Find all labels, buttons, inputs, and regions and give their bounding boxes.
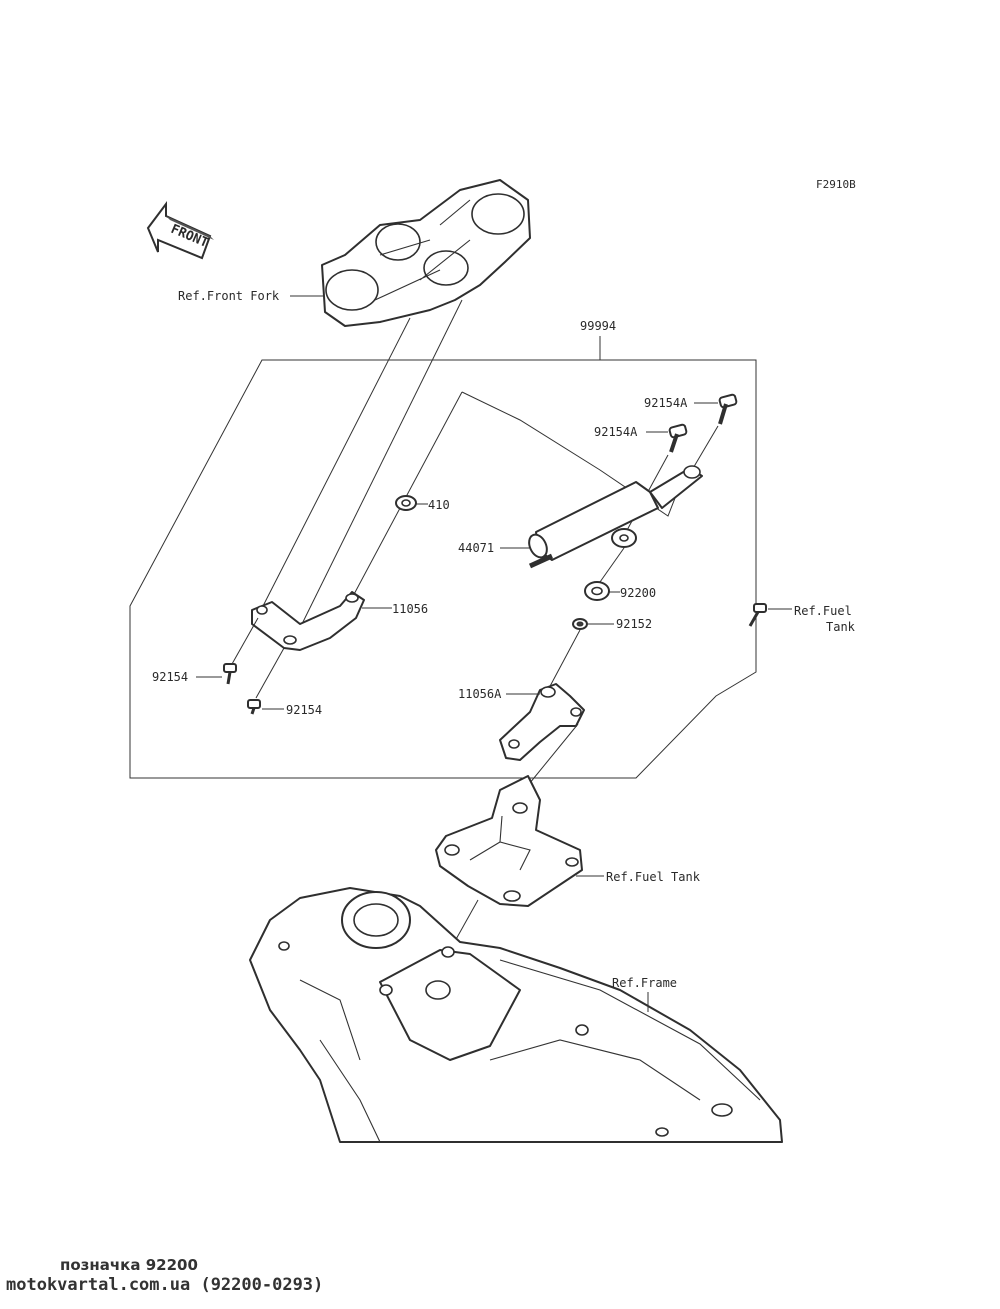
- label-11056: 11056: [392, 602, 428, 616]
- label-ref-fuel-tank: Ref.Fuel Tank: [606, 870, 701, 884]
- footer-source: motokvartal.com.ua (92200-0293): [6, 1275, 324, 1295]
- fuel-tank-bolt-icon: [748, 603, 767, 627]
- figure-code: F2910B: [816, 178, 856, 191]
- bolt-92154A-top-icon: [718, 393, 738, 425]
- collar-92152-hole: [576, 621, 584, 627]
- label-ref-fuel-line1: Ref.Fuel: [794, 604, 852, 618]
- bracket-11056-icon: [251, 591, 365, 651]
- guide-92154-bottom: [255, 647, 285, 699]
- guide-line-1: [261, 317, 411, 609]
- label-ref-frame: Ref.Frame: [612, 976, 677, 990]
- fuel-tank-mount-icon: [435, 775, 583, 907]
- label-410: 410: [428, 498, 450, 512]
- bolt-92154-left-icon: [223, 663, 237, 685]
- label-99994: 99994: [580, 319, 616, 333]
- front-arrow-icon: FRONT: [146, 201, 214, 260]
- guide-line-4: [351, 391, 463, 599]
- kit-boundary: [129, 336, 757, 779]
- label-92154A-mid: 92154A: [594, 425, 638, 439]
- label-44071: 44071: [458, 541, 494, 555]
- guide-92154A-top: [691, 425, 719, 471]
- guide-92154-left: [231, 617, 259, 665]
- steering-damper-icon: [528, 465, 703, 569]
- bushing-92200-hole: [591, 586, 603, 596]
- guide-line-2: [299, 299, 463, 629]
- bracket-11056A-icon: [499, 683, 585, 761]
- bolt-92154-bottom-icon: [247, 699, 261, 715]
- guide-92200: [599, 547, 625, 583]
- guide-92152: [547, 629, 581, 691]
- footer-caption: позначка 92200: [60, 1256, 198, 1274]
- top-triple-clamp: [321, 179, 531, 327]
- label-11056A: 11056A: [458, 687, 502, 701]
- bolt-92154A-mid-icon: [668, 423, 688, 453]
- label-92154A-top: 92154A: [644, 396, 688, 410]
- label-92200: 92200: [620, 586, 656, 600]
- frame-icon: [249, 887, 783, 1143]
- label-ref-front-fork: Ref.Front Fork: [178, 289, 280, 303]
- label-92154-left: 92154: [152, 670, 188, 684]
- label-ref-fuel-line2: Tank: [826, 620, 856, 634]
- label-92154-bottom: 92154: [286, 703, 322, 717]
- washer-410-hole: [401, 499, 411, 507]
- guide-line-3: [461, 391, 687, 517]
- label-92152: 92152: [616, 617, 652, 631]
